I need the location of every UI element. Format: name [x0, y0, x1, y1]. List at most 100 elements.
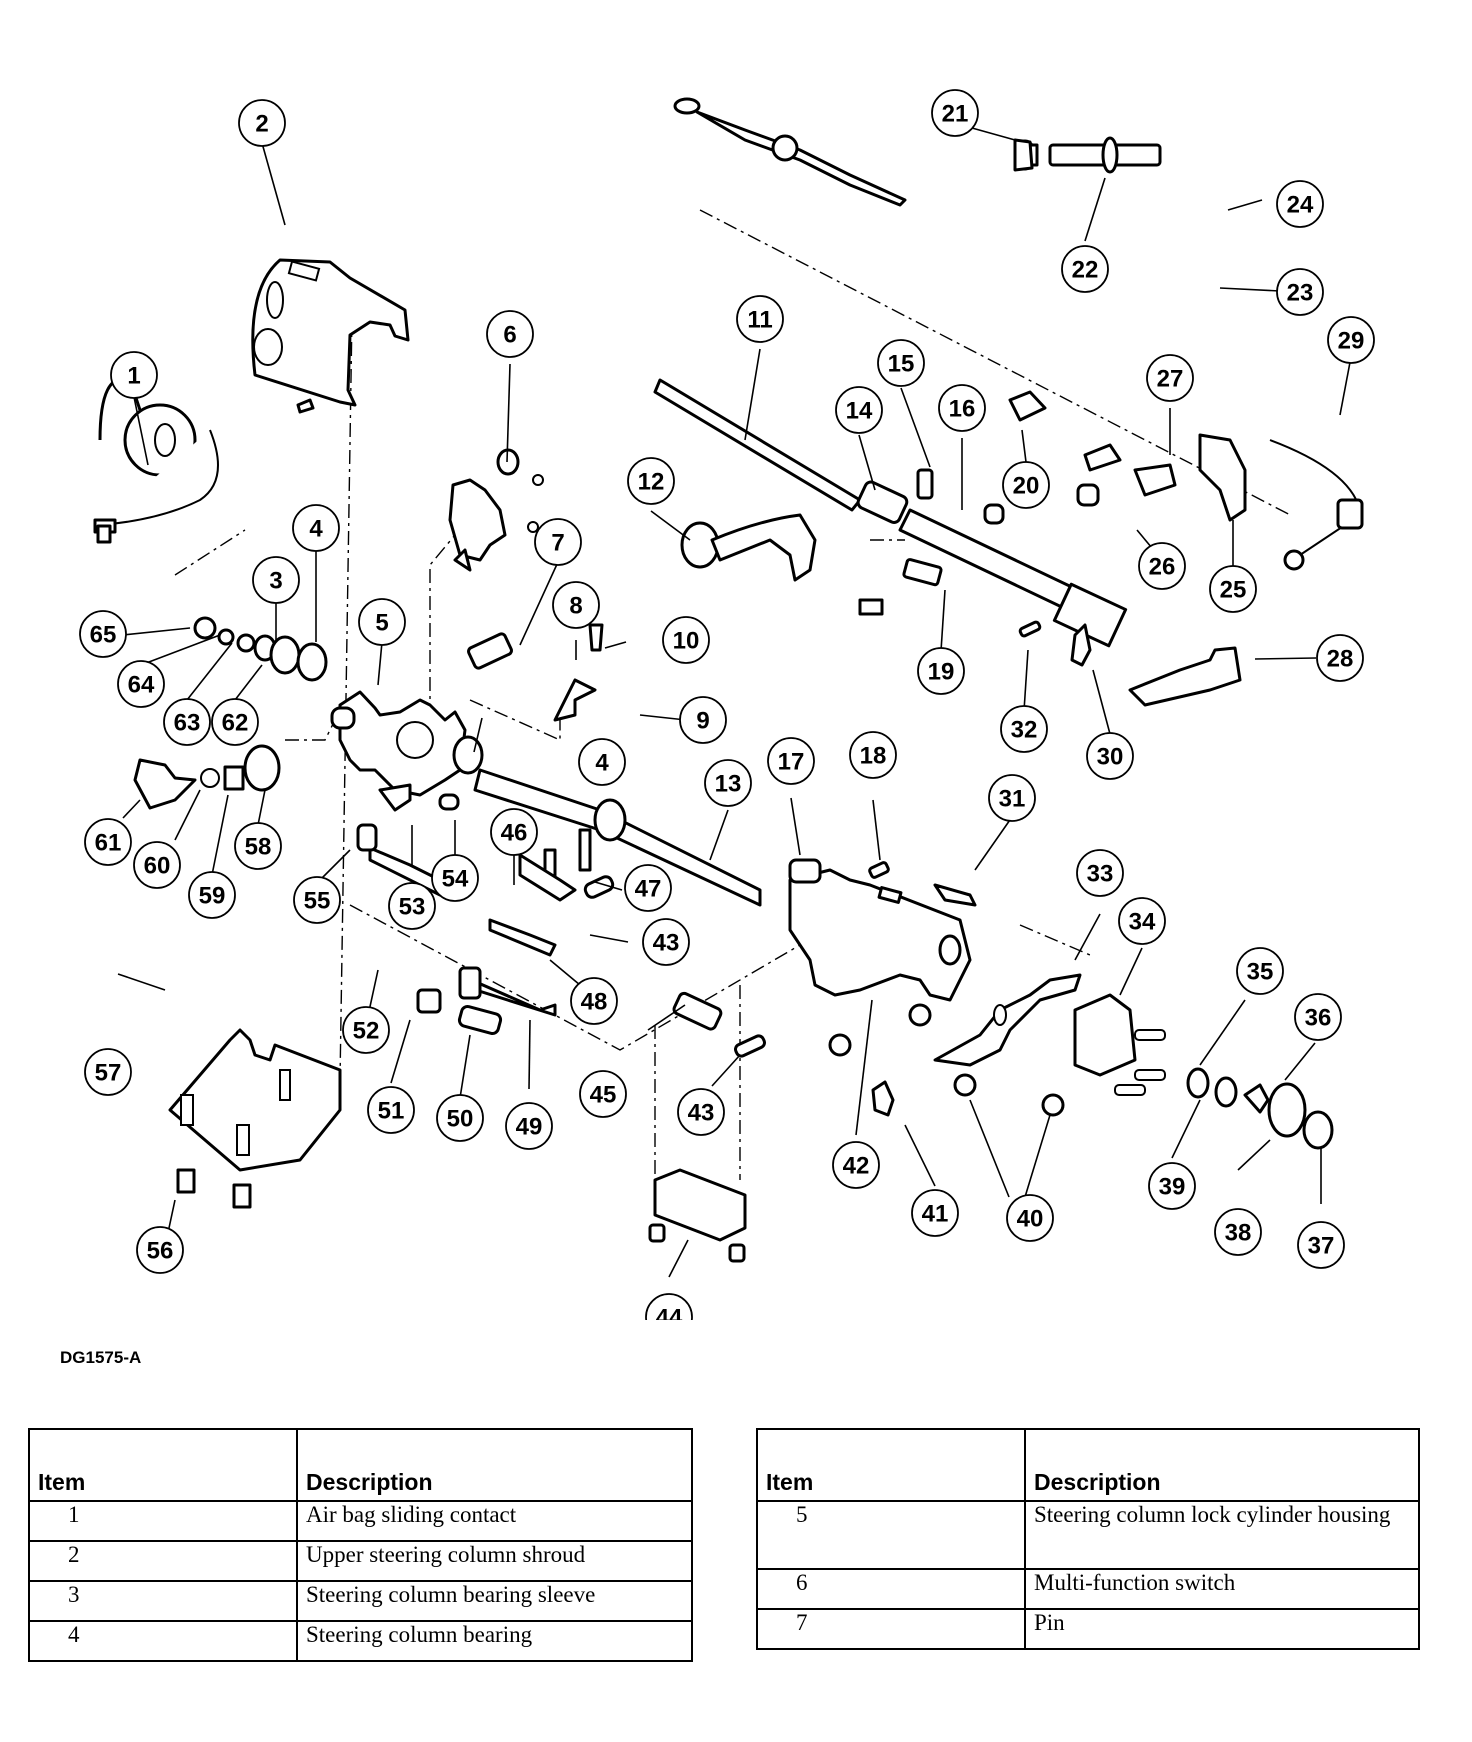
- callout-circle: [662, 616, 710, 664]
- callout-number: 18: [860, 743, 887, 770]
- legend-row: 2 Upper steering column shroud: [28, 1540, 693, 1582]
- callout-number: 22: [1072, 257, 1099, 284]
- callout-65: 65: [79, 610, 127, 658]
- callout-number: 48: [581, 989, 608, 1016]
- callout-circle: [367, 1086, 415, 1134]
- parts-62-65-bearing-stack: [193, 616, 328, 682]
- callout-43: 43: [642, 918, 690, 966]
- legend-item-number: 7: [756, 1608, 1026, 1650]
- callout-6: 6: [486, 310, 534, 358]
- callout-number: 30: [1097, 744, 1124, 771]
- callout-circle: [988, 774, 1036, 822]
- diagram-parts: [93, 97, 1364, 1263]
- callout-number: 10: [673, 628, 700, 655]
- callout-number: 13: [715, 771, 742, 798]
- parts-8-10-lever: [553, 623, 604, 722]
- part-21-cap: [1013, 138, 1034, 172]
- part-1-sliding-contact: [93, 377, 219, 544]
- part-45-spring: [672, 991, 723, 1031]
- callout-circle: [293, 876, 341, 924]
- callout-circle: [679, 696, 727, 744]
- callout-55: 55: [293, 876, 341, 924]
- callout-46: 46: [490, 808, 538, 856]
- callout-60: 60: [133, 841, 181, 889]
- callout-13: 13: [704, 759, 752, 807]
- callout-number: 52: [353, 1018, 380, 1045]
- callout-number: 62: [222, 710, 249, 737]
- callout-number: 23: [1287, 280, 1314, 307]
- callout-circle: [252, 556, 300, 604]
- callout-circle: [188, 871, 236, 919]
- callout-circle: [911, 1189, 959, 1237]
- callout-circle: [110, 351, 158, 399]
- callout-circle: [938, 384, 986, 432]
- legend-item-number: 2: [28, 1540, 298, 1582]
- callout-circle: [579, 1070, 627, 1118]
- callout-number: 20: [1013, 473, 1040, 500]
- callout-number: 24: [1287, 192, 1314, 219]
- callout-circle: [163, 698, 211, 746]
- parts-53-55-small: [356, 783, 460, 852]
- part-5-lock-cylinder-housing: [330, 690, 484, 797]
- callout-circle: [84, 818, 132, 866]
- parts-49-52-slides: [368, 846, 557, 1035]
- parts-20-27-clamps: [983, 390, 1177, 525]
- callout-number: 31: [999, 786, 1026, 813]
- callout-circle: [570, 977, 618, 1025]
- callout-circle: [238, 99, 286, 147]
- callout-29: 29: [1327, 316, 1375, 364]
- callout-circle: [431, 854, 479, 902]
- part-44-module: [648, 1168, 747, 1263]
- callout-circle: [1006, 1194, 1054, 1242]
- callout-circle: [292, 504, 340, 552]
- callout-circle: [931, 89, 979, 137]
- part-31-clip: [933, 883, 977, 907]
- callout-number: 32: [1011, 717, 1038, 744]
- callout-9: 9: [679, 696, 727, 744]
- callout-64: 64: [117, 660, 165, 708]
- callout-number: 45: [590, 1082, 617, 1109]
- callout-21: 21: [931, 89, 979, 137]
- callout-circle: [342, 1006, 390, 1054]
- callout-number: 4: [309, 516, 323, 543]
- callout-15: 15: [877, 339, 925, 387]
- callout-22: 22: [1061, 245, 1109, 293]
- callout-number: 42: [843, 1153, 870, 1180]
- legend-item-description: Air bag sliding contact: [296, 1500, 693, 1542]
- legend-item-number: 3: [28, 1580, 298, 1622]
- legend-header-item: Item: [756, 1428, 1026, 1502]
- callout-10: 10: [662, 616, 710, 664]
- callout-circle: [645, 1293, 693, 1320]
- callout-32: 32: [1000, 705, 1048, 753]
- callout-number: 40: [1017, 1206, 1044, 1233]
- callout-number: 26: [1149, 554, 1176, 581]
- callout-54: 54: [431, 854, 479, 902]
- part-14-spring: [856, 480, 909, 524]
- callout-63: 63: [163, 698, 211, 746]
- part-29-cable: [1269, 439, 1364, 571]
- callout-49: 49: [505, 1102, 553, 1150]
- callout-number: 59: [199, 883, 226, 910]
- callout-57: 57: [84, 1048, 132, 1096]
- callout-14: 14: [835, 386, 883, 434]
- callout-52: 52: [342, 1006, 390, 1054]
- callout-circle: [1276, 180, 1324, 228]
- part-33-bracket: [933, 973, 1082, 1067]
- callout-circle: [1061, 245, 1109, 293]
- callout-circle: [1276, 268, 1324, 316]
- callout-circle: [1209, 565, 1257, 613]
- callout-40: 40: [1006, 1194, 1054, 1242]
- callout-16: 16: [938, 384, 986, 432]
- callout-number: 49: [516, 1114, 543, 1141]
- callout-circle: [624, 864, 672, 912]
- part-7-spring: [467, 632, 513, 670]
- callout-circle: [117, 660, 165, 708]
- callout-number: 11: [747, 307, 772, 334]
- callout-number: 5: [375, 610, 388, 637]
- part-57-lower-shroud: [168, 1028, 342, 1209]
- callout-number: 46: [501, 820, 528, 847]
- legend-row: 5 Steering column lock cylinder housing: [756, 1500, 1420, 1570]
- callout-53: 53: [388, 882, 436, 930]
- callout-circle: [436, 1094, 484, 1142]
